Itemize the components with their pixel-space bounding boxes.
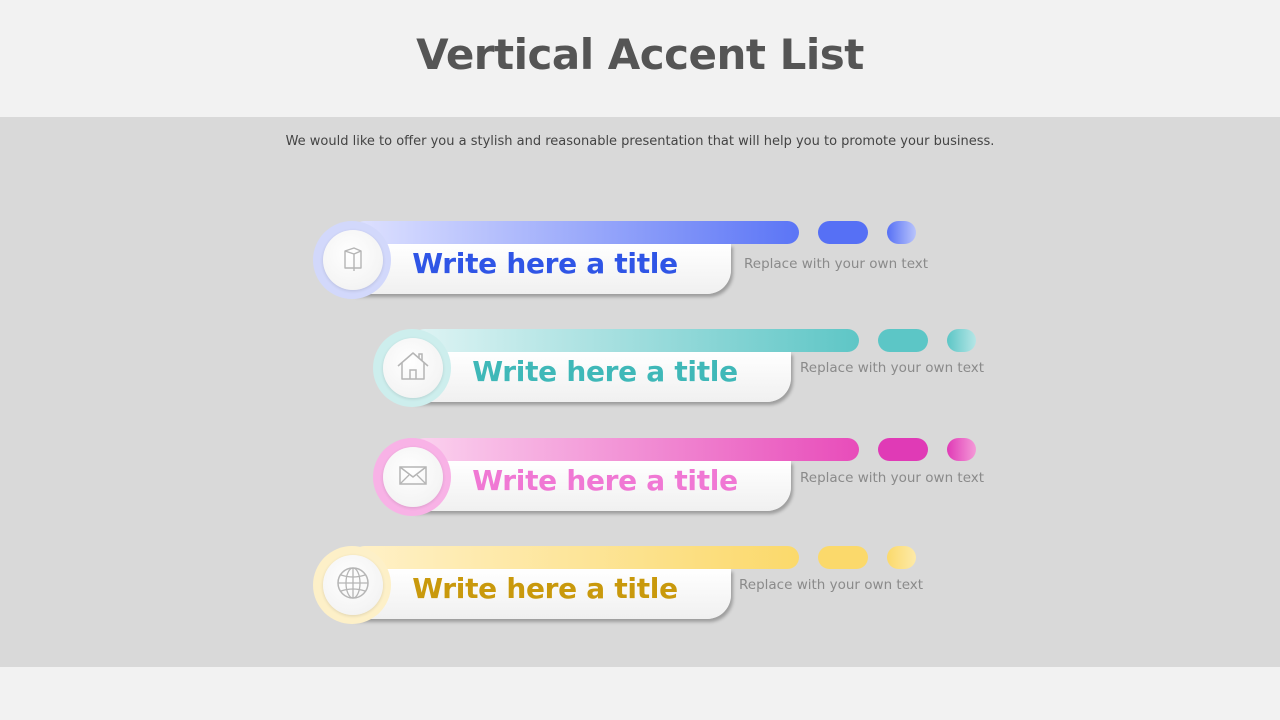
accent-dot — [887, 221, 916, 244]
accent-dot — [887, 546, 916, 569]
item-title: Write here a title — [472, 464, 738, 497]
envelope-icon — [397, 463, 429, 492]
list-item-3: Write here a title Replace with your own… — [373, 438, 1053, 528]
accent-bar — [353, 546, 799, 569]
icon-ring — [373, 438, 451, 516]
slide-title: Vertical Accent List — [416, 30, 864, 79]
accent-bar — [353, 221, 799, 244]
icon-ring — [373, 329, 451, 407]
item-description: Replace with your own text — [800, 470, 985, 486]
title-card — [413, 461, 791, 511]
accent-pill — [818, 546, 868, 569]
list-item-1: Write here a title Replace with your own… — [313, 221, 993, 311]
accent-bar — [413, 438, 859, 461]
accent-bar — [413, 329, 859, 352]
accent-pill — [818, 221, 868, 244]
title-card — [413, 352, 791, 402]
icon-circle — [383, 338, 443, 398]
icon-circle — [323, 555, 383, 615]
icon-circle — [323, 230, 383, 290]
item-title: Write here a title — [472, 355, 738, 388]
list-item-4: Write here a title Replace with your own… — [313, 546, 993, 636]
folder-icon — [338, 243, 368, 278]
globe-icon — [335, 565, 371, 606]
accent-pill — [878, 329, 928, 352]
home-icon — [395, 350, 431, 387]
item-description: Replace with your own text — [744, 256, 929, 272]
title-card — [353, 569, 731, 619]
item-title: Write here a title — [412, 572, 678, 605]
accent-dot — [947, 329, 976, 352]
list-item-2: Write here a title Replace with your own… — [373, 329, 1053, 419]
accent-pill — [878, 438, 928, 461]
accent-dot — [947, 438, 976, 461]
slide-subtitle: We would like to offer you a stylish and… — [285, 134, 995, 149]
item-description: Replace with your own text — [739, 577, 924, 593]
icon-ring — [313, 546, 391, 624]
icon-ring — [313, 221, 391, 299]
item-description: Replace with your own text — [800, 360, 985, 376]
title-card — [353, 244, 731, 294]
item-title: Write here a title — [412, 247, 678, 280]
icon-circle — [383, 447, 443, 507]
